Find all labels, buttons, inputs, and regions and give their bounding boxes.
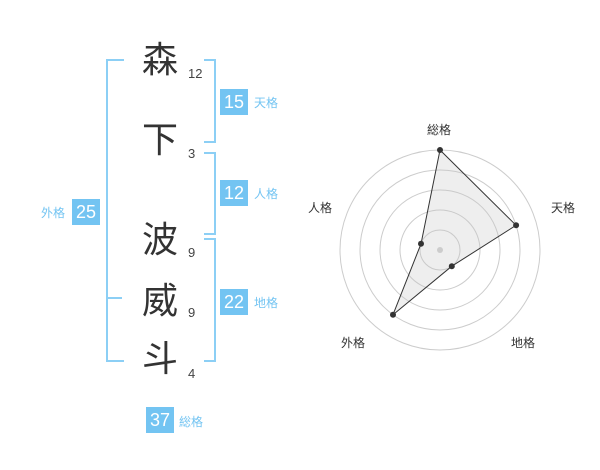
- stroke-count-2: 3: [188, 146, 196, 161]
- gaikaku-badge: 25: [72, 199, 100, 225]
- tenkaku-label: 天格: [254, 96, 279, 110]
- tenkaku-bracket: [204, 59, 216, 143]
- jinkaku-bracket: [204, 152, 216, 235]
- chikaku-bracket: [204, 238, 216, 362]
- name-char-4: 威: [141, 281, 178, 322]
- gaikaku-bracket: [106, 59, 124, 362]
- radar-axis-label-tenkaku: 天格: [551, 201, 576, 215]
- name-char-5: 斗: [141, 339, 178, 380]
- stroke-count-1: 12: [188, 66, 203, 81]
- radar-point-4: [390, 311, 396, 318]
- gaikaku-label: 外格: [41, 206, 66, 220]
- chikaku-label: 地格: [254, 296, 279, 310]
- radar-point-1: [437, 147, 443, 153]
- radar-ring-2: [399, 209, 481, 291]
- name-char-1: 森: [141, 40, 178, 81]
- radar-center-point: [437, 247, 443, 253]
- jinkaku-badge: 12: [220, 180, 248, 206]
- name-char-3: 波: [141, 220, 178, 261]
- radar-axis-label-chikaku: 地格: [511, 336, 536, 350]
- radar-axis-label-gaikaku: 外格: [341, 336, 366, 350]
- radar-area: [392, 148, 517, 316]
- radar-ring-3: [379, 189, 501, 311]
- radar-axis-label-jinkaku: 人格: [308, 201, 333, 215]
- radar-axis-label-soukaku: 総格: [427, 123, 452, 137]
- soukaku-badge: 37: [146, 407, 174, 433]
- soukaku-label: 総格: [179, 415, 204, 429]
- radar-point-3: [448, 263, 455, 270]
- radar-ring-1: [419, 229, 461, 271]
- stroke-count-5: 4: [188, 366, 196, 381]
- jinkaku-label: 人格: [254, 187, 279, 201]
- tenkaku-badge: 15: [220, 89, 248, 115]
- stroke-count-4: 9: [188, 305, 196, 320]
- stroke-count-3: 9: [188, 245, 196, 260]
- radar-point-5: [418, 240, 424, 247]
- radar-point-2: [513, 222, 520, 229]
- gaikaku-bracket-tick: [106, 297, 122, 299]
- radar-ring-4: [359, 169, 521, 331]
- chikaku-badge: 22: [220, 289, 248, 315]
- name-char-2: 下: [141, 120, 178, 161]
